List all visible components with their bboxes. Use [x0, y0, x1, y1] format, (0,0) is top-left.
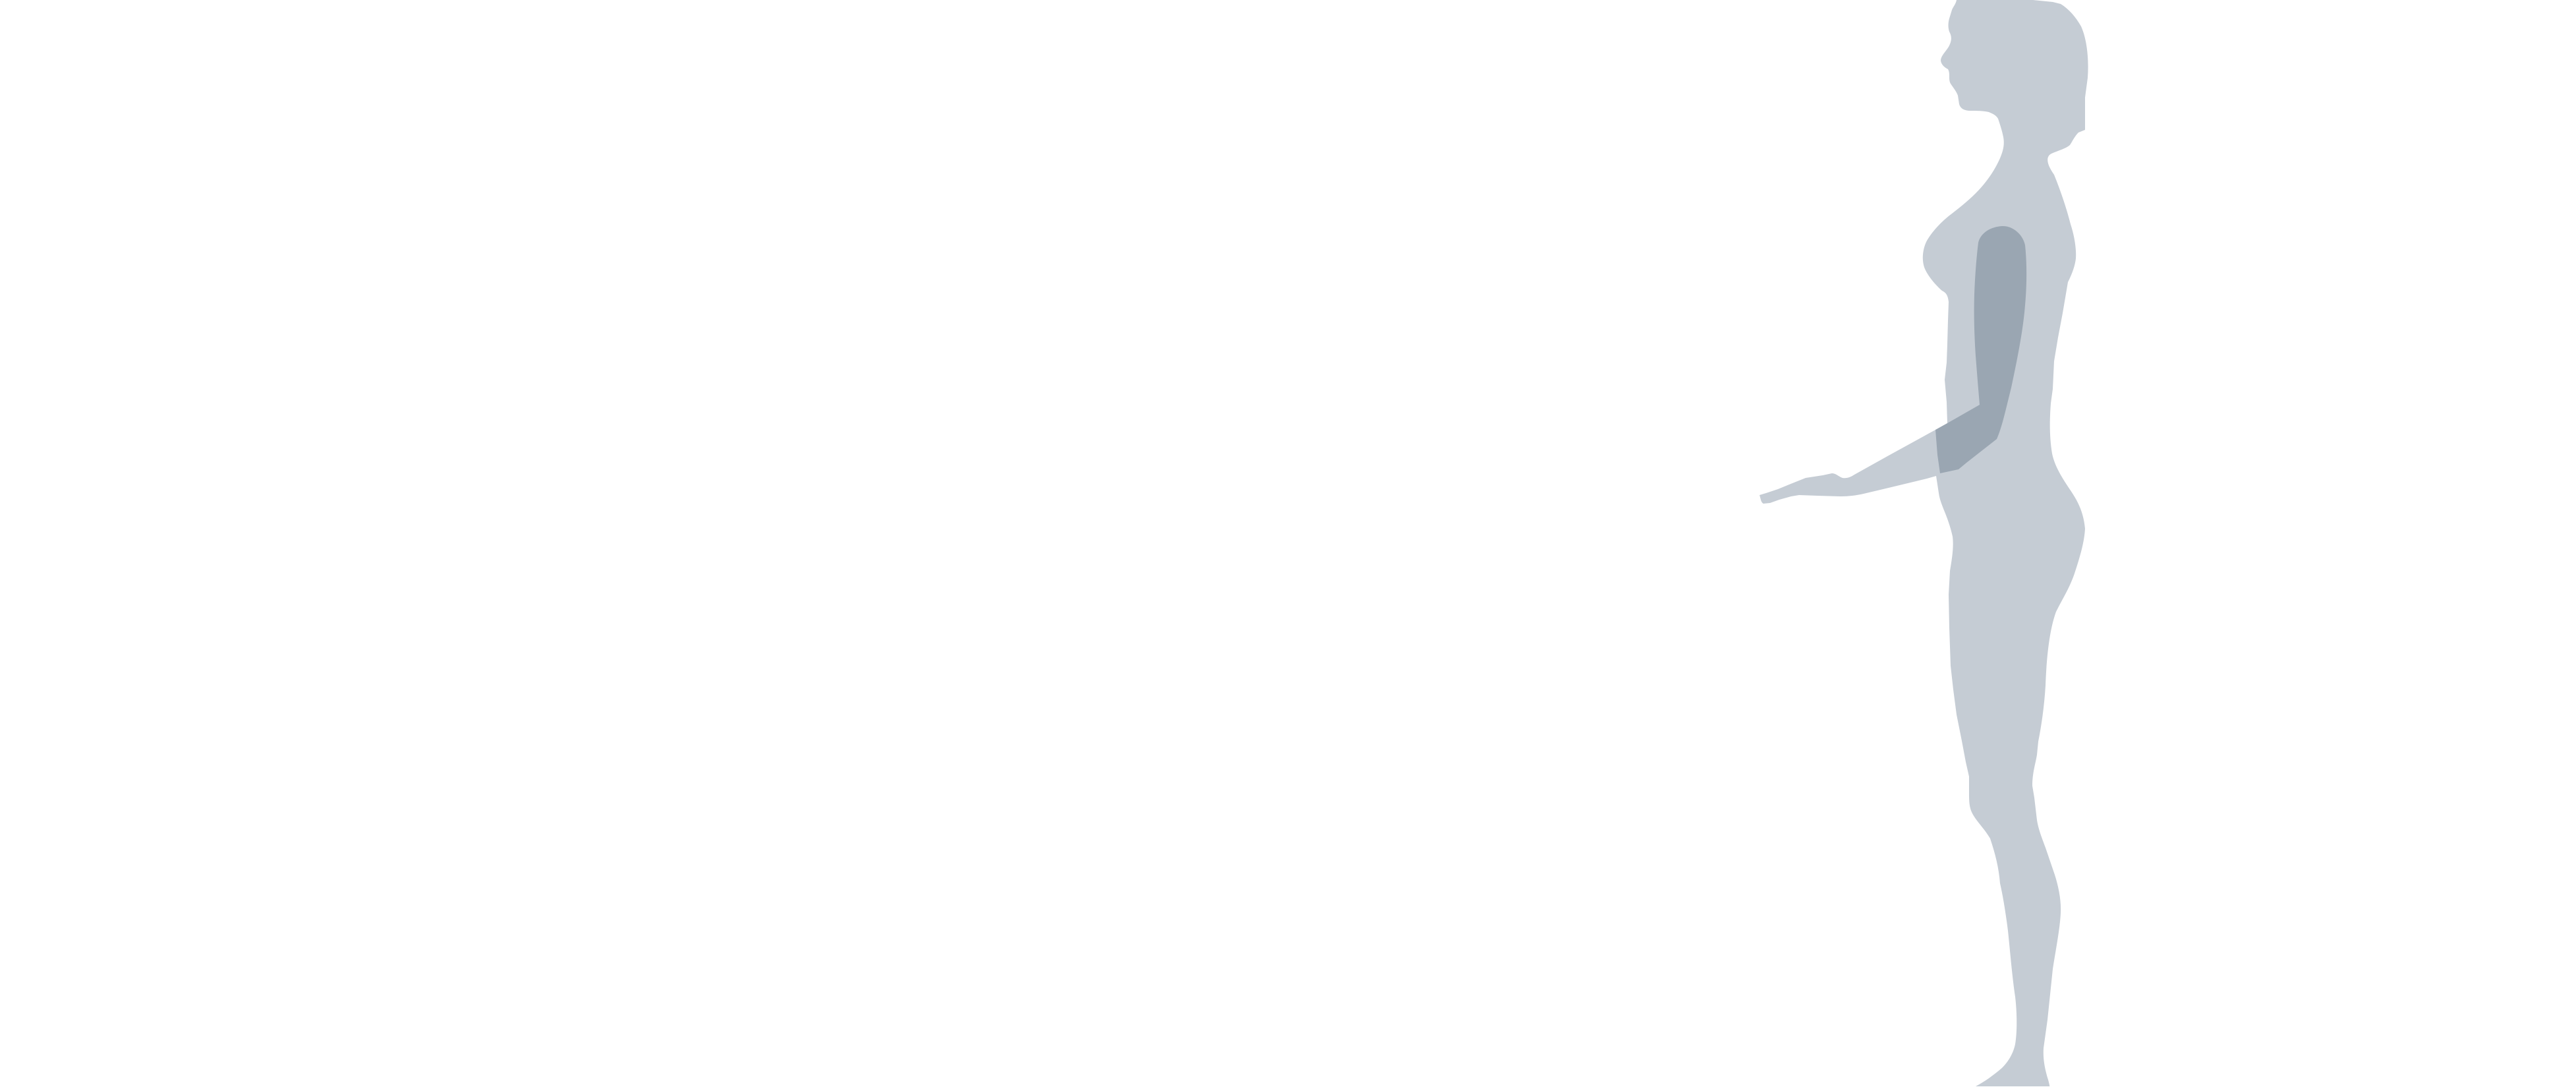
human-silhouette-icon [1760, 0, 2088, 1089]
raised-arm-icon [1935, 225, 2027, 473]
